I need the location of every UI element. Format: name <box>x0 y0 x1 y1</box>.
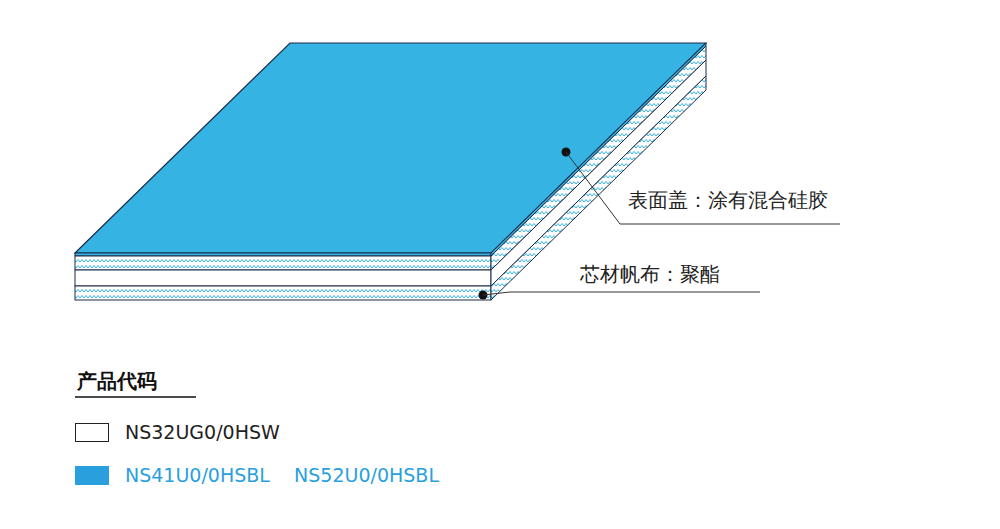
belt-layer <box>75 270 491 286</box>
legend-swatch <box>75 466 109 485</box>
leader-line <box>483 292 760 295</box>
belt-layer <box>491 46 706 270</box>
product-code: NS32UG0/0HSW <box>125 421 280 444</box>
belt-layer <box>75 256 491 270</box>
callout-label: 芯材帆布：聚酯 <box>580 262 720 286</box>
side-section <box>491 43 706 300</box>
heading-underline <box>75 396 196 398</box>
leader-line <box>566 152 840 224</box>
callout-label: 表面盖：涂有混合硅胶 <box>628 188 828 212</box>
legend-swatch <box>75 423 109 442</box>
front-section <box>75 253 491 300</box>
legend-heading: 产品代码 <box>77 369 157 393</box>
product-code: NS41U0/0HSBL NS52U0/0HSBL <box>125 464 439 487</box>
belt-layer <box>491 60 706 286</box>
belt-layer <box>75 286 491 300</box>
